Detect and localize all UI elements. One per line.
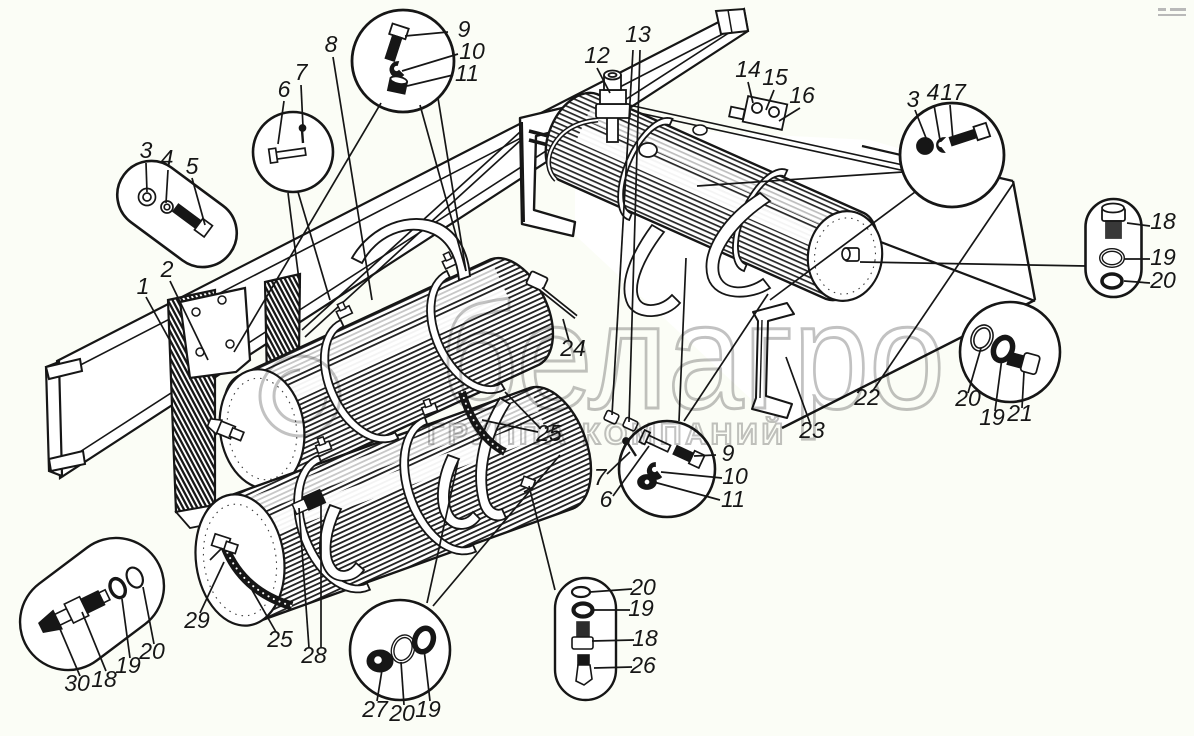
svg-text:25: 25: [266, 626, 293, 652]
svg-text:24: 24: [559, 335, 586, 361]
svg-text:19: 19: [979, 404, 1005, 430]
svg-text:6: 6: [278, 76, 291, 102]
svg-text:9: 9: [722, 440, 735, 466]
svg-text:9: 9: [458, 16, 471, 42]
svg-text:30: 30: [64, 670, 90, 696]
svg-text:18: 18: [632, 625, 658, 651]
svg-text:1: 1: [137, 273, 150, 299]
svg-text:3: 3: [140, 137, 153, 163]
svg-text:19: 19: [415, 696, 441, 722]
svg-text:18: 18: [91, 666, 117, 692]
svg-text:8: 8: [325, 31, 338, 57]
svg-text:29: 29: [183, 607, 210, 633]
svg-text:10: 10: [722, 463, 748, 489]
svg-text:7: 7: [295, 59, 309, 85]
svg-text:19: 19: [115, 652, 141, 678]
svg-text:26: 26: [629, 652, 656, 678]
svg-text:10: 10: [459, 38, 485, 64]
svg-text:белагро: белагро: [440, 272, 945, 440]
svg-text:2: 2: [160, 256, 174, 282]
svg-text:5: 5: [186, 153, 199, 179]
svg-text:7: 7: [594, 464, 608, 490]
svg-text:18: 18: [1150, 208, 1176, 234]
svg-text:15: 15: [762, 64, 788, 90]
svg-text:25: 25: [535, 420, 562, 446]
svg-text:14: 14: [735, 56, 761, 82]
svg-text:23: 23: [798, 417, 825, 443]
svg-text:20: 20: [629, 574, 656, 600]
svg-text:20: 20: [954, 385, 981, 411]
svg-text:3: 3: [907, 86, 920, 112]
svg-text:20: 20: [1149, 267, 1176, 293]
svg-text:22: 22: [853, 384, 880, 410]
svg-text:11: 11: [721, 486, 745, 512]
svg-text:17: 17: [940, 79, 967, 105]
svg-text:11: 11: [455, 60, 479, 86]
svg-text:20: 20: [138, 638, 165, 664]
svg-text:20: 20: [388, 700, 415, 726]
svg-text:6: 6: [600, 486, 613, 512]
svg-text:16: 16: [789, 82, 815, 108]
svg-text:ГРУППА КОМПАНИЙ: ГРУППА КОМПАНИЙ: [427, 417, 783, 451]
svg-text:28: 28: [300, 642, 327, 668]
svg-text:13: 13: [625, 21, 651, 47]
svg-text:19: 19: [628, 595, 654, 621]
svg-text:4: 4: [161, 145, 174, 171]
svg-text:21: 21: [1006, 400, 1033, 426]
svg-text:12: 12: [584, 42, 610, 68]
svg-text:19: 19: [1150, 244, 1176, 270]
svg-text:27: 27: [361, 696, 389, 722]
svg-text:4: 4: [927, 79, 940, 105]
